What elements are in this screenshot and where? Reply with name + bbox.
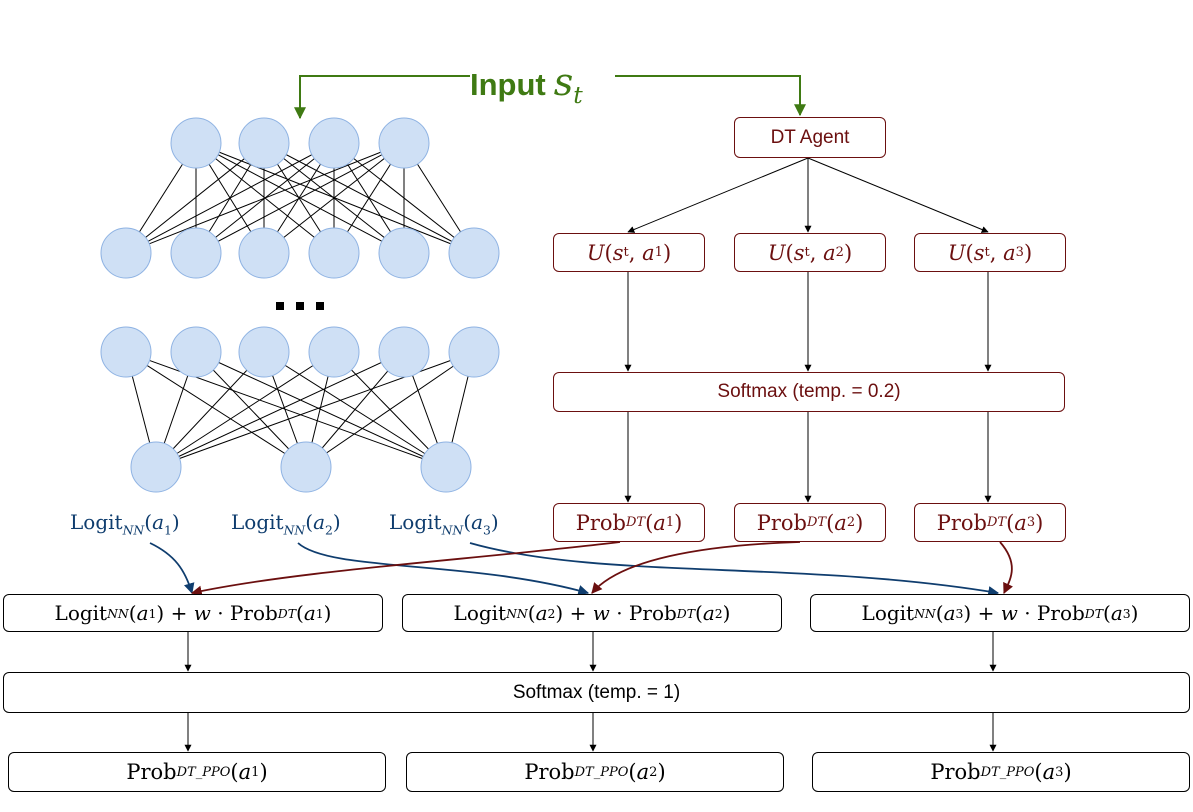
nn-nodes (100, 117, 500, 493)
neuron-l1-n2 (238, 227, 290, 279)
softmax-dt-box: Softmax (temp. = 0.2) (553, 372, 1065, 412)
neuron-l2-n5 (448, 326, 500, 378)
input-arrow-to-nn (294, 75, 470, 120)
neuron-l1-n3 (308, 227, 360, 279)
prob3-to-combined3-curve (999, 541, 1013, 594)
dt-agent-label: DT Agent (770, 126, 850, 148)
nn-edge-b-0-1 (125, 351, 307, 468)
nn-edge-a-1-0 (125, 142, 265, 254)
nn-edge-a-3-1 (195, 142, 405, 254)
nn-edge-a-3-0 (125, 142, 405, 254)
logit2-to-combined2-curve (297, 542, 590, 596)
logit-nn-label-3: LogitNN(a3) (389, 510, 499, 538)
logit-nn-label-1: LogitNN(a1) (70, 510, 180, 538)
input-state-label: Input st (470, 60, 583, 109)
nn-edge-b-1-2 (195, 351, 447, 468)
neuron-l3-n2 (420, 441, 472, 493)
dt-to-u3-arrow (807, 157, 989, 233)
nn-edge-b-4-0 (155, 351, 405, 468)
prob1-to-combined1-curve (190, 541, 621, 597)
neuron-l3-n0 (130, 441, 182, 493)
neuron-l2-n2 (238, 326, 290, 378)
neuron-l1-n5 (448, 227, 500, 279)
nn-edge-b-5-1 (305, 351, 475, 468)
softmax-final-label: Softmax (temp. = 1) (512, 681, 681, 703)
neuron-l2-n1 (170, 326, 222, 378)
nn-ellipsis (276, 302, 324, 310)
neuron-l1-n1 (170, 227, 222, 279)
nn-edge-a-2-0 (125, 142, 335, 254)
neuron-l3-n1 (280, 441, 332, 493)
neuron-l2-n4 (378, 326, 430, 378)
logit1-to-combined1-curve (149, 542, 195, 595)
neuron-l0-n2 (308, 117, 360, 169)
neuron-l2-n0 (100, 326, 152, 378)
neuron-l0-n1 (238, 117, 290, 169)
prob2-to-combined2-curve (591, 541, 801, 594)
nn-edge-b-3-0 (155, 351, 335, 468)
nn-edge-a-0-5 (195, 142, 475, 254)
neuron-l1-n4 (378, 227, 430, 279)
nn-edge-b-2-0 (155, 351, 265, 468)
nn-edge-a-3-2 (263, 142, 405, 254)
neuron-l2-n3 (308, 326, 360, 378)
logit-nn-label-2: LogitNN(a2) (231, 510, 341, 538)
input-label-text: Input (470, 67, 546, 102)
softmax-dt-label: Softmax (temp. = 0.2) (717, 381, 901, 402)
input-arrow-to-dt (615, 75, 806, 117)
neuron-l0-n3 (378, 117, 430, 169)
dt-to-u1-arrow (627, 157, 809, 233)
logit3-to-combined3-curve (469, 542, 1000, 597)
input-state-var: st (553, 60, 583, 110)
softmax-final-box: Softmax (temp. = 1) (3, 672, 1190, 713)
nn-edge-b-1-1 (195, 351, 307, 468)
neuron-l0-n0 (170, 117, 222, 169)
dt-agent-box: DT Agent (734, 117, 886, 158)
nn-edge-b-5-0 (155, 351, 475, 468)
neuron-l1-n0 (100, 227, 152, 279)
